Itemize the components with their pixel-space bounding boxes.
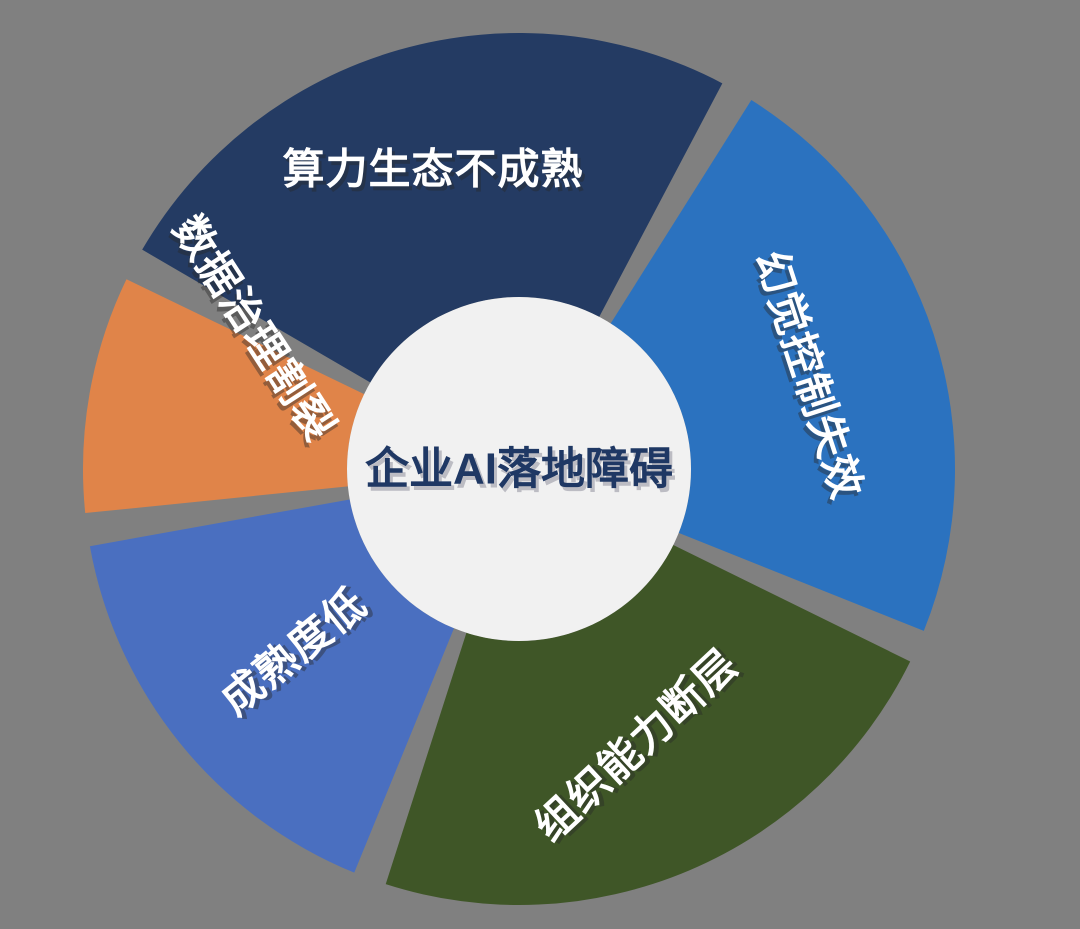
center-hub-label-shadow: 企业AI落地障碍 bbox=[368, 449, 676, 498]
wheel-segment-data-governance[interactable] bbox=[82, 279, 365, 514]
center-hub-label: 企业AI落地障碍 bbox=[365, 445, 673, 494]
segment-label-shadow-compute-ecosystem: 算力生态不成熟 bbox=[285, 150, 586, 197]
center-hub-circle bbox=[347, 297, 691, 641]
wheel-segment-hallucination-control[interactable] bbox=[610, 100, 955, 631]
wheel-segment-organization-capability[interactable] bbox=[385, 544, 911, 905]
wheel-segment-low-maturity[interactable] bbox=[89, 499, 455, 873]
segments-layer bbox=[82, 32, 955, 905]
segment-label-compute-ecosystem: 算力生态不成熟 bbox=[282, 146, 583, 193]
wheel-segment-compute-ecosystem[interactable] bbox=[142, 32, 723, 383]
